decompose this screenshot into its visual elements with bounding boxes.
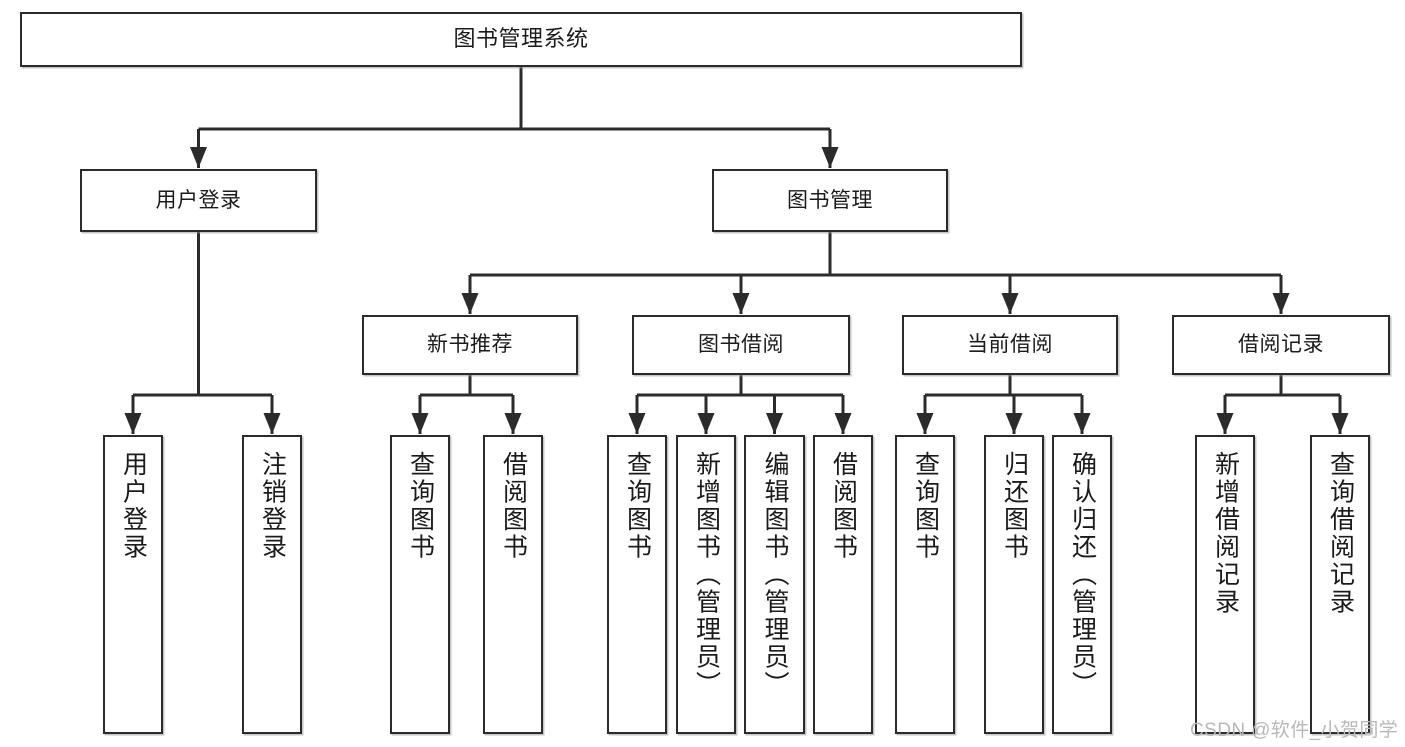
node-label: 图书管理 [787,188,873,212]
node-label: 用户登录 [155,188,242,212]
leaf-confirm-return-admin[interactable]: 确认归还（管理员） [1052,435,1112,734]
node-user-login[interactable]: 用户登录 [80,169,317,232]
node-label: 注销登录 [258,451,287,561]
node-root-system[interactable]: 图书管理系统 [20,12,1022,67]
csdn-watermark: CSDN @软件_小贺同学 [1190,720,1399,741]
node-label: 编辑图书（管理员） [761,451,789,699]
leaf-query-borrow-record[interactable]: 查询借阅记录 [1310,435,1370,734]
node-book-management[interactable]: 图书管理 [712,169,948,232]
node-label: 查询图书 [623,451,652,561]
leaf-query-book-new[interactable]: 查询图书 [390,435,450,734]
node-label: 图书借阅 [698,333,784,357]
node-label: 用户登录 [119,451,148,561]
node-label: 图书管理系统 [453,26,589,52]
node-current-borrow[interactable]: 当前借阅 [902,315,1118,375]
node-label: 确认归还（管理员） [1068,451,1097,699]
node-label: 新书推荐 [427,333,513,357]
leaf-add-book-admin[interactable]: 新增图书（管理员） [676,435,736,734]
leaf-return-book[interactable]: 归还图书 [984,435,1044,734]
node-label: 借阅记录 [1238,333,1324,357]
node-label: 查询借阅记录 [1326,451,1355,616]
node-label: 借阅图书 [499,451,528,561]
leaf-add-borrow-record[interactable]: 新增借阅记录 [1195,435,1255,734]
node-label: 查询图书 [406,451,435,561]
leaf-query-book-borrow[interactable]: 查询图书 [607,435,667,734]
node-label: 新增图书（管理员） [692,451,721,699]
node-new-book-recommend[interactable]: 新书推荐 [362,315,578,375]
node-book-borrow[interactable]: 图书借阅 [632,315,850,375]
leaf-edit-book-admin[interactable]: 编辑图书（管理员） [744,435,805,734]
leaf-query-book-current[interactable]: 查询图书 [895,435,955,734]
node-label: 查询图书 [911,451,940,561]
leaf-borrow-book-new[interactable]: 借阅图书 [483,435,543,734]
leaf-logout[interactable]: 注销登录 [242,435,302,734]
node-label: 当前借阅 [967,333,1053,357]
node-borrow-record[interactable]: 借阅记录 [1172,315,1390,375]
leaf-borrow-book[interactable]: 借阅图书 [813,435,873,734]
node-label: 归还图书 [1000,451,1029,561]
node-label: 新增借阅记录 [1211,451,1240,616]
leaf-user-login[interactable]: 用户登录 [103,435,163,734]
node-label: 借阅图书 [829,451,858,561]
